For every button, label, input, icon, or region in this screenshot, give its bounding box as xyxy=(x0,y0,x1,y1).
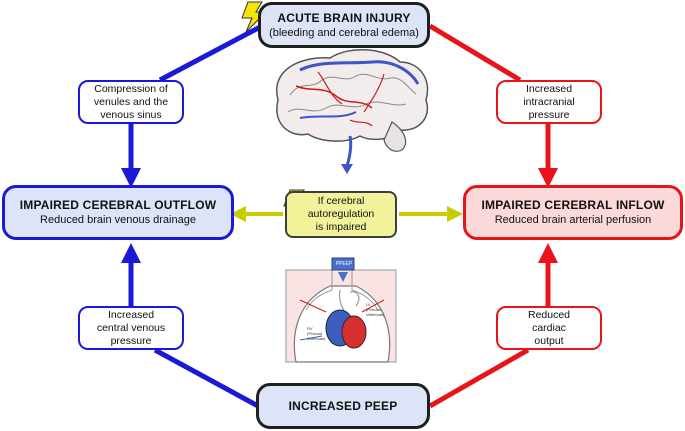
central-venous-pressure-box: Increased central venous pressure xyxy=(78,306,184,350)
connector-top-left xyxy=(158,23,264,83)
venous-compression-line-1: Compression of xyxy=(94,82,168,95)
impaired-inflow-box: IMPAIRED CEREBRAL INFLOW Reduced brain a… xyxy=(463,185,683,240)
cardiac-output-box: Reduced cardiac output xyxy=(496,306,602,350)
central-venous-pressure-line-2: central venous xyxy=(96,321,166,334)
increased-peep-title: INCREASED PEEP xyxy=(288,398,398,413)
central-venous-pressure-line-1: Increased xyxy=(107,308,155,321)
intracranial-pressure-box: Increased intracranial pressure xyxy=(496,80,602,124)
cardiac-output-line-1: Reduced xyxy=(527,308,571,321)
cardiac-output-line-2: cardiac xyxy=(532,321,566,334)
rv-label: RV (Preload /Afterload) xyxy=(307,326,326,341)
lightning-icon-top xyxy=(241,1,268,33)
acute-brain-injury-box: ACUTE BRAIN INJURY (bleeding and cerebra… xyxy=(258,2,430,48)
autoregulation-box: If cerebral autoregulation is impaired xyxy=(285,191,397,238)
impaired-inflow-subtitle: Reduced brain arterial perfusion xyxy=(494,214,652,226)
impaired-outflow-box: IMPAIRED CEREBRAL OUTFLOW Reduced brain … xyxy=(2,185,234,240)
lv-label: LV (Preload /Afterload) xyxy=(366,302,385,317)
increased-peep-box: INCREASED PEEP xyxy=(256,383,430,429)
autoregulation-line-3: is impaired xyxy=(315,221,367,233)
acute-brain-injury-title: ACUTE BRAIN INJURY xyxy=(277,10,411,25)
brain-illustration xyxy=(275,48,429,174)
intracranial-pressure-line-2: intracranial xyxy=(523,95,575,108)
impaired-outflow-subtitle: Reduced brain venous drainage xyxy=(40,214,196,226)
venous-compression-line-3: venous sinus xyxy=(100,108,162,121)
intracranial-pressure-line-1: Increased xyxy=(525,82,573,95)
impaired-inflow-title: IMPAIRED CEREBRAL INFLOW xyxy=(481,198,665,212)
acute-brain-injury-subtitle: (bleeding and cerebral edema) xyxy=(269,26,419,39)
connector-top-right xyxy=(428,23,522,83)
venous-compression-line-2: venules and the xyxy=(93,95,169,108)
impaired-outflow-title: IMPAIRED CEREBRAL OUTFLOW xyxy=(19,198,217,212)
autoregulation-line-2: autoregulation xyxy=(307,208,375,220)
connector-bottom-right xyxy=(428,347,530,409)
venous-compression-box: Compression of venules and the venous si… xyxy=(78,80,184,124)
connector-bottom-left xyxy=(153,347,260,409)
autoregulation-line-1: If cerebral xyxy=(317,195,365,207)
thorax-illustration xyxy=(285,257,397,363)
cardiac-output-line-3: output xyxy=(534,334,564,347)
intracranial-pressure-line-3: pressure xyxy=(528,108,570,121)
peep-pressure-label: PPEEP xyxy=(335,261,353,267)
central-venous-pressure-line-3: pressure xyxy=(110,334,152,347)
